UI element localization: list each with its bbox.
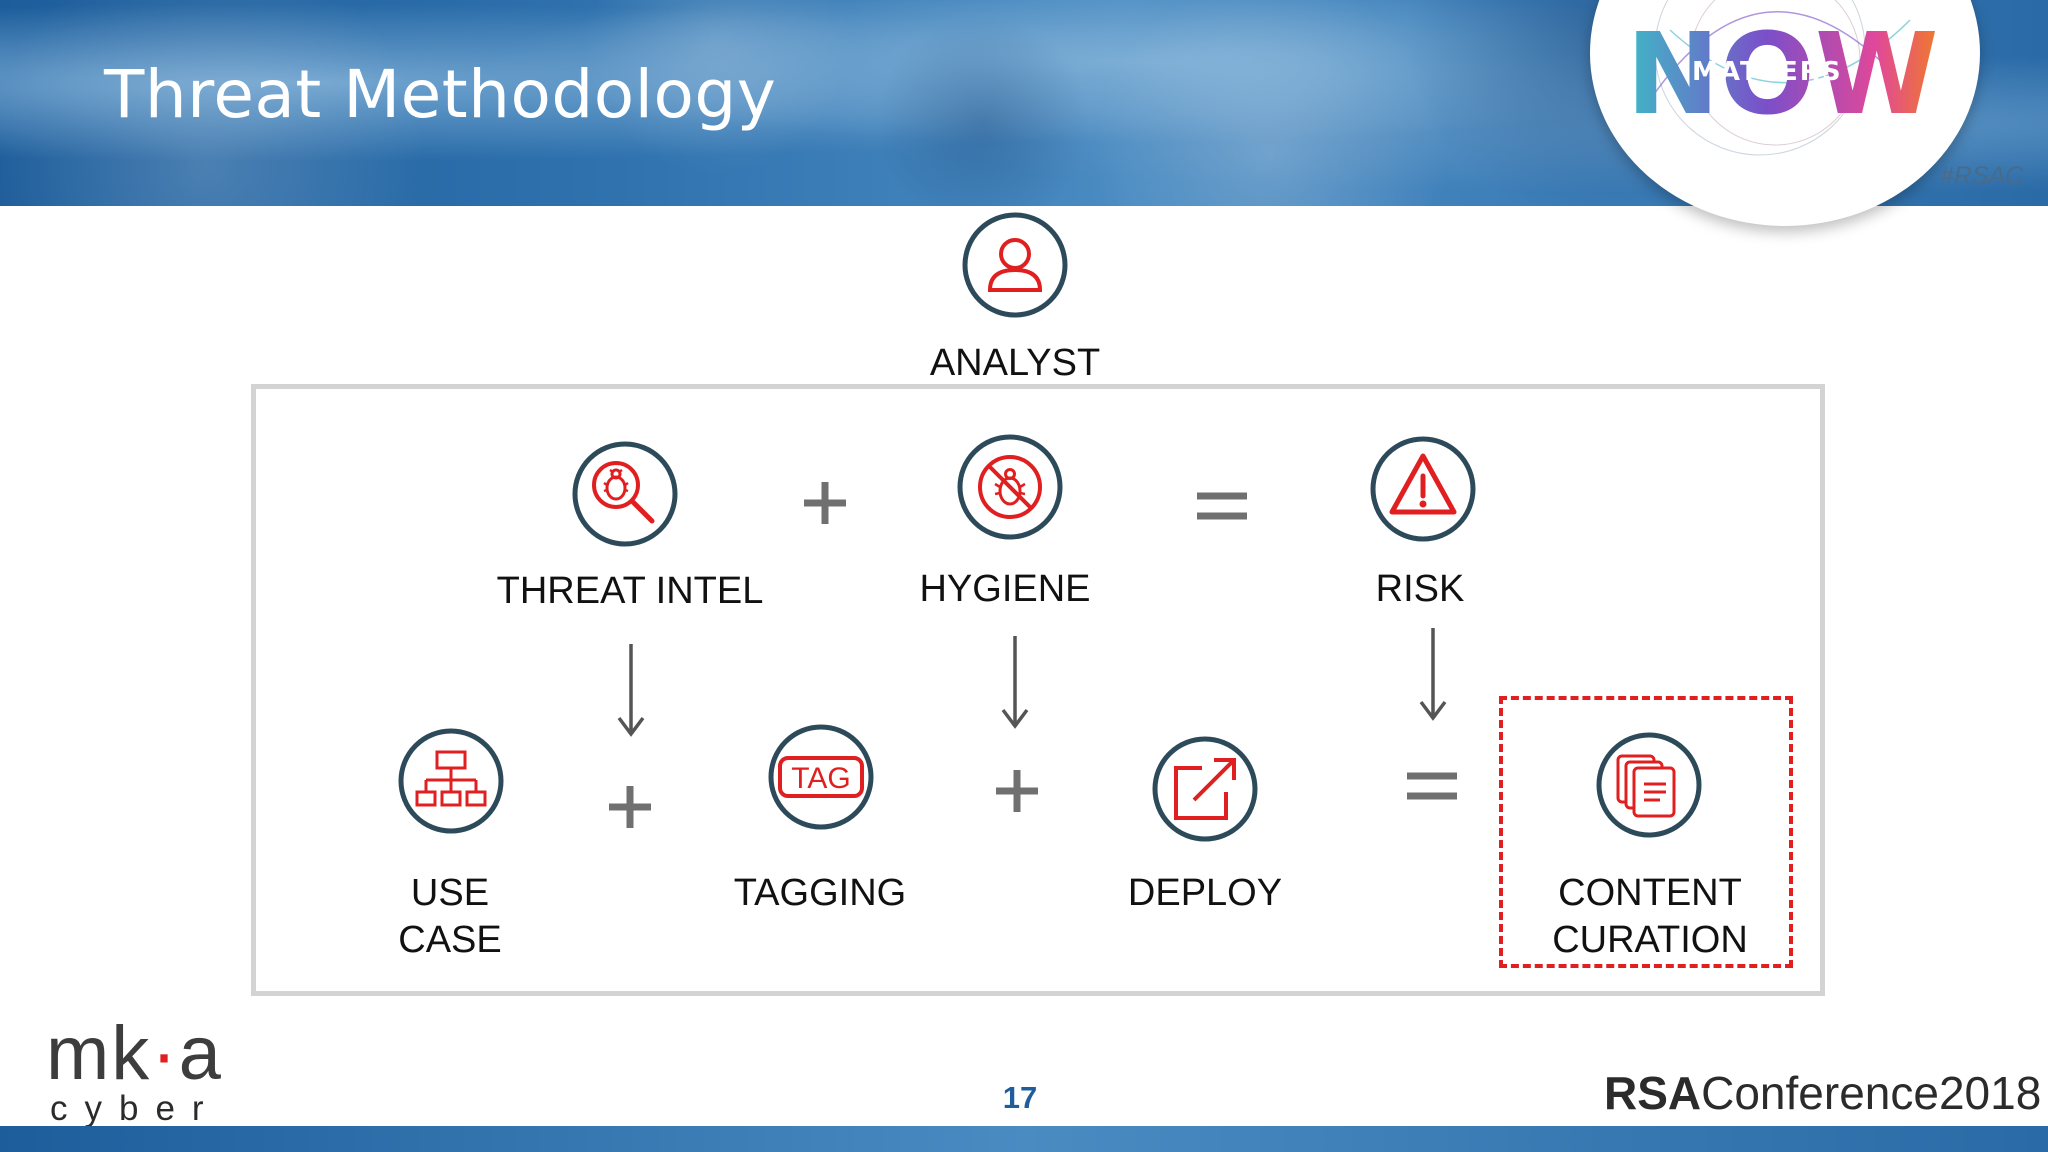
badge-logo: NOW (1626, 10, 1938, 140)
external-arrow-icon (1152, 736, 1258, 842)
content-curation-line1: CONTENT (1558, 872, 1742, 914)
use-case-label: USE CASE (350, 870, 550, 964)
tagging-label: TAGGING (733, 872, 907, 914)
plus-operator (996, 770, 1038, 812)
mka-wordmark: mk·a (46, 1011, 223, 1096)
deploy-label: DEPLOY (1127, 872, 1283, 914)
rsac-conference-logo: RSAConference2018 (1604, 1066, 2041, 1120)
badge-text: MATTERS (1692, 57, 1843, 87)
down-arrow (1419, 628, 1447, 721)
tag-icon-text: TAG (791, 762, 850, 795)
down-arrow (1001, 636, 1029, 729)
mka-subtitle: cyber (50, 1089, 221, 1128)
rsac-conference-text: Conference2018 (1701, 1067, 2042, 1119)
page-number: 17 (1002, 1080, 1038, 1115)
warning-icon (1370, 436, 1476, 542)
slide-title: Threat Methodology (104, 56, 777, 133)
person-icon (962, 212, 1068, 318)
methodology-frame (251, 384, 1825, 996)
analyst-label: ANALYST (929, 342, 1101, 384)
bug-search-icon (572, 441, 678, 547)
content-curation-label: CONTENT CURATION (1520, 870, 1780, 964)
tag-icon: TAG (768, 724, 874, 830)
rsac-brand: RSA (1604, 1067, 1702, 1119)
plus-operator (609, 786, 651, 828)
footer-banner (0, 1126, 2048, 1152)
use-case-line2: CASE (398, 919, 502, 961)
rsac-badge: NOW MATTERS (1590, 0, 1980, 226)
now-matters-logo-icon: NOW MATTERS (1626, 0, 1938, 156)
hierarchy-icon (398, 728, 504, 834)
use-case-line1: USE (410, 872, 490, 914)
equals-operator (1407, 772, 1457, 800)
mka-cyber-logo: mk·a cyber (46, 1011, 223, 1128)
down-arrow (617, 644, 645, 737)
content-curation-line2: CURATION (1552, 919, 1748, 961)
threat-intel-label: THREAT INTEL (496, 570, 764, 612)
equals-operator (1197, 492, 1247, 520)
content-curation-highlight (1499, 696, 1793, 968)
hygiene-label: HYGIENE (919, 568, 1091, 610)
no-bug-icon (957, 434, 1063, 540)
hashtag: #RSAC (1940, 162, 2024, 190)
documents-icon (1596, 732, 1702, 838)
plus-operator (804, 482, 846, 524)
risk-label: RISK (1375, 568, 1465, 610)
